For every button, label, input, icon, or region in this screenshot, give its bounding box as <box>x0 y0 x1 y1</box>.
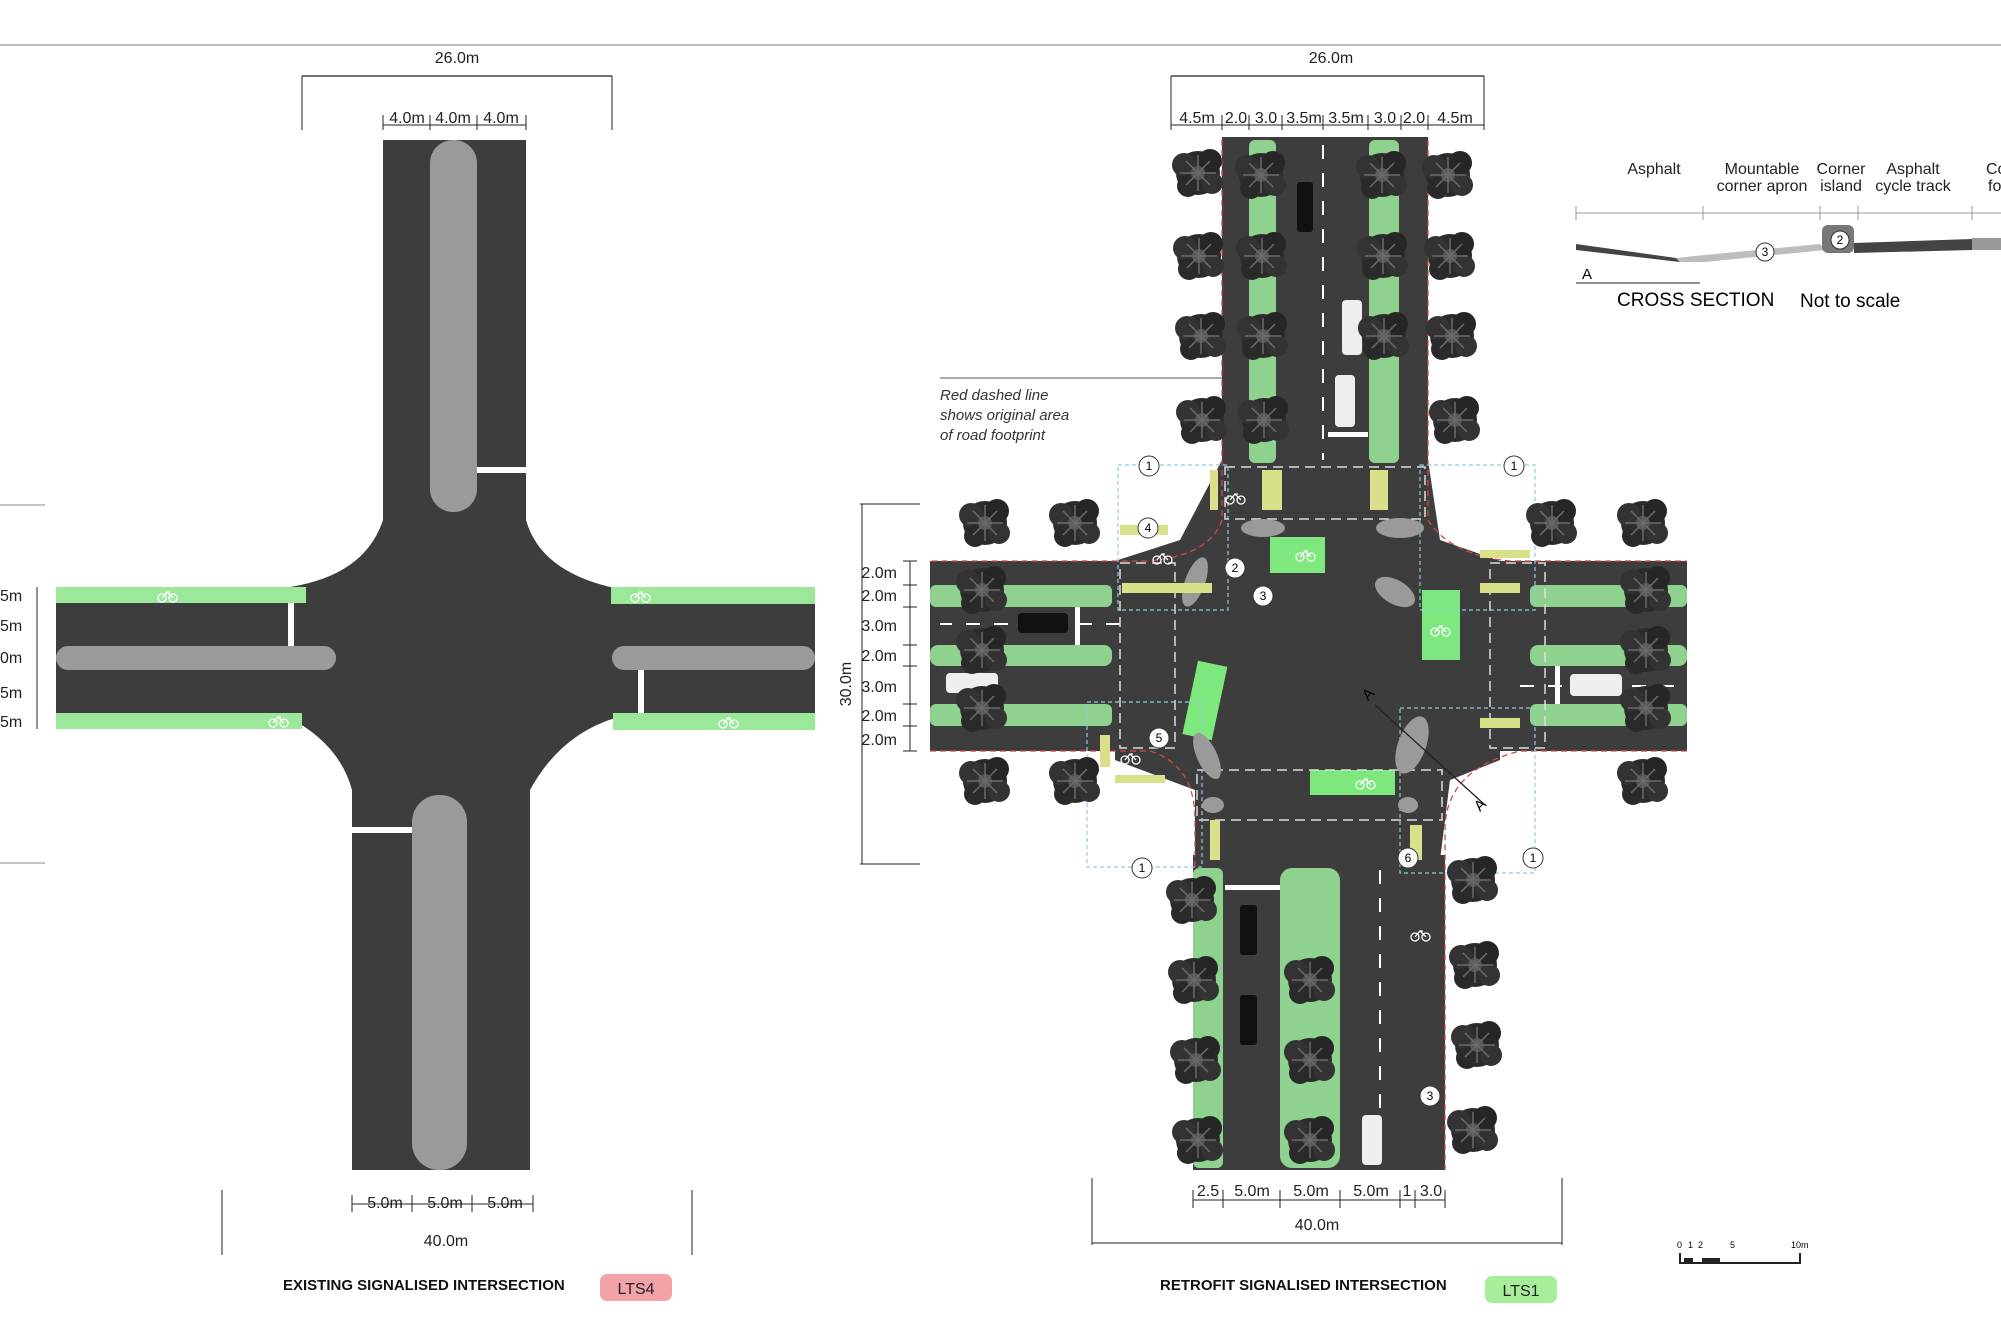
footprint-annotation-2: shows original area <box>940 407 1069 424</box>
svg-text:2: 2 <box>1232 561 1239 575</box>
cs-marker-3: 3 <box>1762 245 1769 259</box>
retrofit-top-lane-3: 3.0 <box>1255 110 1277 127</box>
existing-top-lane-1: 4.0m <box>389 110 425 127</box>
footprint-annotation-1: Red dashed line <box>940 387 1048 404</box>
cs-note: Not to scale <box>1800 291 1900 312</box>
lts4-badge <box>600 1274 672 1301</box>
cross-section: Asphalt Mountable corner apron Corner is… <box>1575 161 2001 312</box>
cs-label-mountable: Mountable <box>1725 161 1800 178</box>
cs-label-cut-2: fo <box>1988 178 2001 195</box>
existing-left-dim-2: 5m <box>0 618 22 635</box>
existing-median-west <box>56 646 336 670</box>
existing-bottom-total: 40.0m <box>424 1233 468 1250</box>
cs-marker-a: A <box>1582 266 1592 283</box>
retrofit-left-dim-2: 2.0m <box>861 588 897 605</box>
retrofit-left-total: 30.0m <box>838 662 855 706</box>
svg-text:1: 1 <box>1146 459 1153 473</box>
cs-title: CROSS SECTION <box>1617 290 1774 311</box>
retrofit-top-lane-4: 3.5m <box>1286 110 1322 127</box>
cs-label-cut-1: Co <box>1986 161 2001 178</box>
west-cycle-bottom <box>930 704 1112 726</box>
lts1-badge <box>1485 1276 1557 1303</box>
cs-label-cycle-track: cycle track <box>1875 178 1952 195</box>
existing-top-lane-3: 4.0m <box>483 110 519 127</box>
svg-text:6: 6 <box>1405 851 1412 865</box>
existing-median-south <box>412 795 467 1170</box>
existing-left-dim-5: 5m <box>0 714 22 731</box>
retrofit-top-lane-7: 2.0 <box>1403 110 1425 127</box>
scale-1: 1 <box>1688 1240 1693 1250</box>
retrofit-top-total: 26.0m <box>1309 50 1353 67</box>
retrofit-left-dim-5: 3.0m <box>861 679 897 696</box>
cs-label-asphalt-2: Asphalt <box>1886 161 1940 178</box>
existing-median-north <box>430 140 477 512</box>
scale-0: 0 <box>1677 1240 1682 1250</box>
retrofit-bottom-lane-1: 2.5 <box>1197 1183 1219 1200</box>
svg-text:3: 3 <box>1427 1089 1434 1103</box>
west-median-green <box>930 645 1112 666</box>
existing-left-dim-4: 5m <box>0 685 22 702</box>
cs-label-corner-apron: corner apron <box>1717 178 1808 195</box>
existing-median-east <box>612 646 815 670</box>
scale-2: 2 <box>1698 1240 1703 1250</box>
svg-text:1: 1 <box>1530 851 1537 865</box>
north-cycle-left <box>1249 140 1276 463</box>
west-cycle-top <box>930 585 1112 607</box>
retrofit-left-dim-7: 2.0m <box>861 732 897 749</box>
retrofit-bottom-total: 40.0m <box>1295 1217 1339 1234</box>
south-median-green <box>1280 868 1340 1168</box>
retrofit-top-lane-2: 2.0 <box>1225 110 1247 127</box>
retrofit-bottom-lane-2: 5.0m <box>1234 1183 1270 1200</box>
existing-cycle-strip-se <box>613 713 815 730</box>
scale-5: 5 <box>1730 1240 1735 1250</box>
retrofit-bottom-lane-5: 1 <box>1403 1183 1412 1200</box>
existing-intersection: 26.0m 4.0m 4.0m 4.0m 5m 5m 0m 5m 5m 5.0m… <box>0 50 815 1301</box>
retrofit-left-dim-1: 2.0m <box>861 565 897 582</box>
retrofit-top-lane-1: 4.5m <box>1179 110 1215 127</box>
existing-left-dim-1: 5m <box>0 588 22 605</box>
cs-label-corner: Corner <box>1817 161 1867 178</box>
existing-road <box>56 140 815 1170</box>
svg-text:4: 4 <box>1145 521 1152 535</box>
retrofit-top-lane-6: 3.0 <box>1374 110 1396 127</box>
retrofit-top-lane-5: 3.5m <box>1328 110 1364 127</box>
retrofit-title: RETROFIT SIGNALISED INTERSECTION <box>1160 1277 1447 1294</box>
retrofit-bottom-lane-3: 5.0m <box>1293 1183 1329 1200</box>
retrofit-intersection: 1 1 1 1 2 3 3 4 5 6 A A Red dashed line … <box>838 50 1687 1303</box>
retrofit-left-dim-3: 3.0m <box>861 618 897 635</box>
lts4-badge-label: LTS4 <box>617 1281 654 1298</box>
callout-markers: 1 1 1 1 2 3 3 4 5 6 <box>1131 455 1544 1107</box>
south-cycle-left <box>1193 868 1223 1168</box>
existing-cycle-strip-ne <box>611 587 815 604</box>
retrofit-bottom-lane-6: 3.0 <box>1420 1183 1442 1200</box>
section-a-end: A <box>1471 796 1490 815</box>
cs-label-island: island <box>1820 178 1862 195</box>
existing-bottom-lane-3: 5.0m <box>487 1195 523 1212</box>
existing-top-total: 26.0m <box>435 50 479 67</box>
cs-label-asphalt: Asphalt <box>1627 161 1681 178</box>
scale-bar: 0 1 2 5 10m <box>1677 1240 1809 1264</box>
svg-text:1: 1 <box>1139 861 1146 875</box>
scale-10m: 10m <box>1791 1240 1809 1250</box>
retrofit-left-dim-6: 2.0m <box>861 708 897 725</box>
retrofit-top-lane-8: 4.5m <box>1437 110 1473 127</box>
cs-marker-2: 2 <box>1837 233 1844 247</box>
lts1-badge-label: LTS1 <box>1502 1283 1539 1300</box>
existing-top-lane-2: 4.0m <box>435 110 471 127</box>
footprint-annotation-3: of road footprint <box>940 427 1046 444</box>
existing-bottom-lane-1: 5.0m <box>367 1195 403 1212</box>
svg-text:5: 5 <box>1156 731 1163 745</box>
original-footprint-outline <box>930 140 1687 1170</box>
existing-bottom-lane-2: 5.0m <box>427 1195 463 1212</box>
existing-cycle-strip-sw <box>56 713 302 729</box>
existing-left-dim-3: 0m <box>0 650 22 667</box>
svg-text:3: 3 <box>1260 589 1267 603</box>
retrofit-bottom-lane-4: 5.0m <box>1353 1183 1389 1200</box>
svg-text:1: 1 <box>1511 459 1518 473</box>
existing-cycle-strip-nw <box>56 587 306 603</box>
north-cycle-right <box>1369 140 1399 463</box>
retrofit-left-dim-4: 2.0m <box>861 648 897 665</box>
existing-title: EXISTING SIGNALISED INTERSECTION <box>283 1277 565 1294</box>
